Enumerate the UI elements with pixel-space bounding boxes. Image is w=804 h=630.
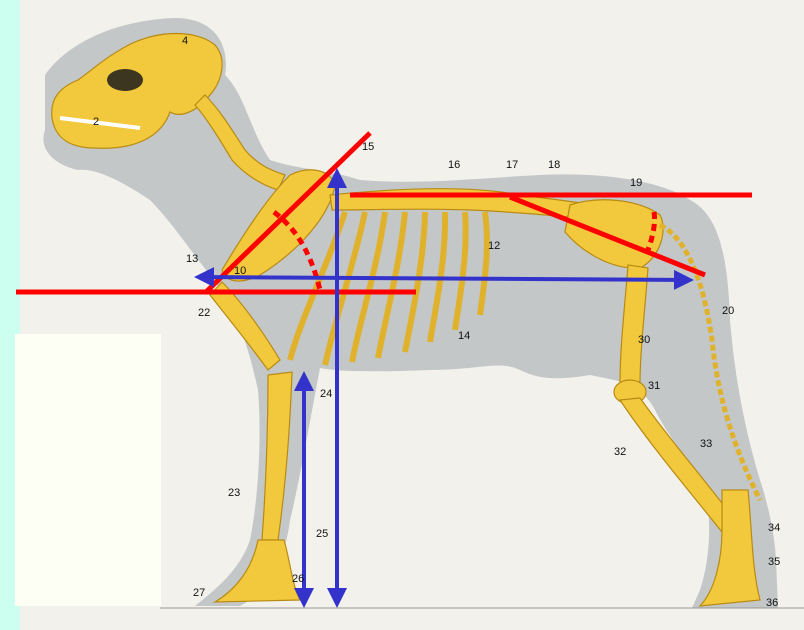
skull-label: 4	[182, 35, 188, 47]
fibula-label-33: 33	[700, 438, 712, 450]
vertebra-label-17: 17	[506, 159, 518, 171]
carpus-label-25: 25	[316, 528, 328, 540]
forepaw	[215, 540, 300, 602]
forearm-label-23: 23	[228, 487, 240, 499]
hock-label-34: 34	[768, 522, 780, 534]
tibia-label-32: 32	[614, 446, 626, 458]
rib-label-14: 14	[458, 330, 470, 342]
femur-label-30: 30	[638, 334, 650, 346]
vertebra-label-15: 15	[362, 141, 374, 153]
forearm-label-24: 24	[320, 388, 332, 400]
vertebra-label-18: 18	[548, 159, 560, 171]
jaw-label: 2	[93, 116, 99, 128]
shoulder-label-13: 13	[186, 253, 198, 265]
elbow-label-22: 22	[198, 307, 210, 319]
shoulder-label-10: 10	[234, 265, 246, 277]
hindpaw-label-36: 36	[766, 597, 778, 609]
knee-label-31: 31	[648, 380, 660, 392]
rib-label-12: 12	[488, 240, 500, 252]
metatarsus-label-35: 35	[768, 556, 780, 568]
forepaw-label-27: 27	[193, 587, 205, 599]
vertebra-label-19: 19	[630, 177, 642, 189]
tail-label-20: 20	[722, 305, 734, 317]
vertebra-label-16: 16	[448, 159, 460, 171]
blank-overlay-panel	[15, 334, 161, 606]
forepaw-label-26: 26	[292, 573, 304, 585]
